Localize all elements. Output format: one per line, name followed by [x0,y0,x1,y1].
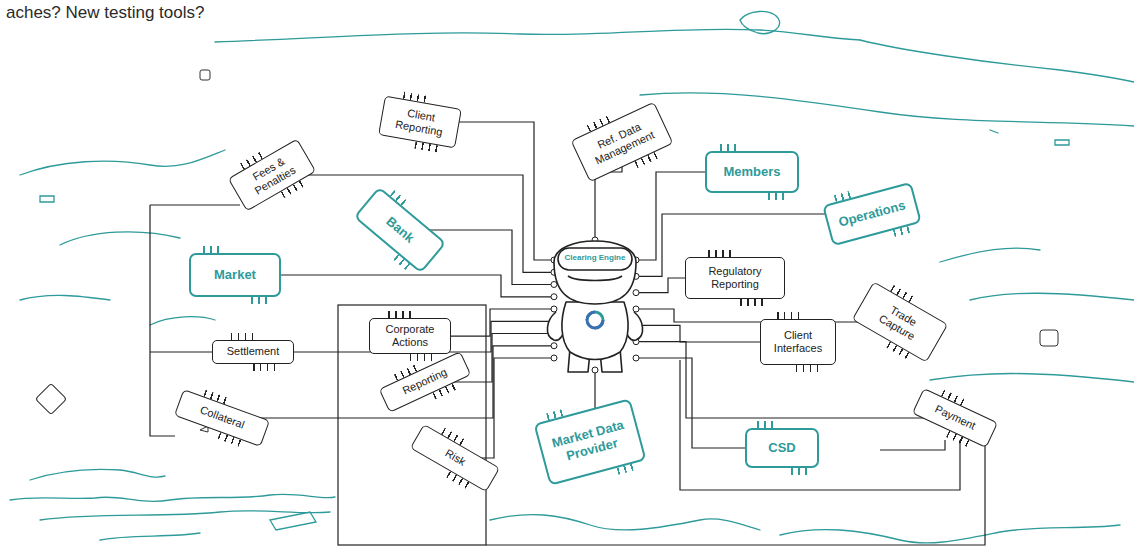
node-label: Members [723,164,780,180]
node-label: Regulatory Reporting [694,265,776,291]
node-label: CSD [768,440,795,456]
clearing-engine-robot: Clearing Engine [540,220,650,380]
chip-box: Corporate Actions [369,318,451,354]
chip-box: Settlement [212,340,294,364]
chip-box: Ref. Data Management [571,102,674,183]
wire-terminal [633,355,639,361]
node-label: Clearing Engine [562,253,628,262]
wire-terminal [633,306,639,312]
teal-box: Bank [353,186,446,273]
chip-box: Fees & Penalties [228,139,316,212]
chip-box: Client Interfaces [760,319,836,365]
wire-connector [235,275,554,297]
node-label: Collateral [198,404,246,432]
teal-box: Market Data Provider [533,398,646,486]
wire-terminal [551,355,557,361]
chip-box: Risk [410,424,500,492]
node-label: Operations [837,198,907,231]
wire-terminal [633,290,639,296]
chip-box: Payment [912,388,998,448]
wire-terminal [592,367,598,373]
wire-terminal [551,306,557,312]
heading-fragment: aches? New testing tools? [6,3,204,23]
node-label: Settlement [227,345,280,358]
node-label: Ref. Data Management [583,114,661,169]
chip-box: Client Reporting [378,96,462,149]
node-label: Market Data Provider [547,417,632,468]
wire-terminal [551,294,557,300]
node-label: Reporting [401,366,450,398]
node-label: Trade Capture [864,294,936,351]
node-label: Risk [442,447,467,469]
node-label: Client Interfaces [769,329,827,355]
chip-box: Regulatory Reporting [685,257,785,299]
node-label: Corporate Actions [378,323,442,349]
teal-box: Market [189,253,281,297]
wire-terminal [551,343,557,349]
node-label: Fees & Penalties [239,148,306,202]
teal-box: Members [705,151,799,193]
node-label: Client Reporting [388,104,452,140]
chip-box: Trade Capture [852,281,948,362]
wire-connector [222,346,554,418]
node-label: Payment [933,403,978,433]
wire-connector [253,321,554,352]
robot-figure [540,220,650,380]
node-label: Market [214,267,256,283]
wire-terminal [551,282,557,288]
chip-box: Collateral [174,389,270,447]
teal-box: CSD [745,428,819,468]
node-label: Bank [383,214,417,246]
teal-box: Operations [822,182,922,246]
